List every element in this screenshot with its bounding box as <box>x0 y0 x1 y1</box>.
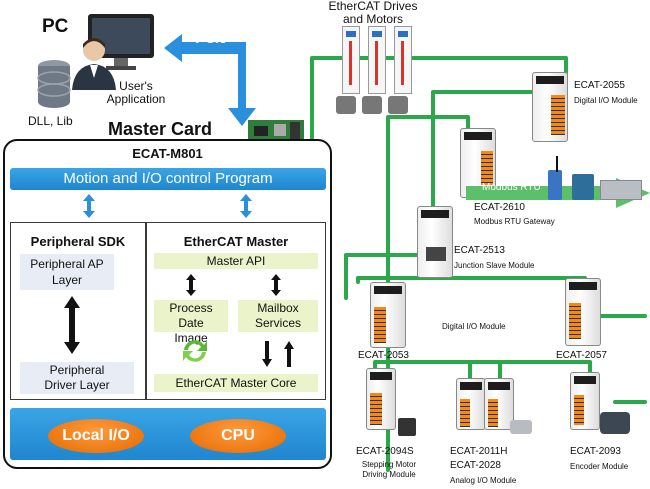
ecat-2053-name: ECAT-2053 <box>358 350 409 361</box>
modbus-device-1 <box>548 170 562 200</box>
digital-io-label: Digital I/O Module <box>442 322 506 331</box>
mailbox-down-arrow <box>262 341 272 367</box>
ecat-2028-name: ECAT-2028 <box>450 460 501 471</box>
ecat-2028-desc: Analog I/O Module <box>450 476 517 485</box>
double-arrow-left <box>83 194 95 218</box>
ecat-2057-module <box>565 278 601 346</box>
ecat-2513-desc: Junction Slave Module <box>454 261 535 270</box>
ecat-2093-name: ECAT-2093 <box>570 446 621 457</box>
ecat-2610-desc: Modbus RTU Gateway <box>474 217 555 226</box>
modbus-rtu-label: Modbus RTU <box>482 182 541 193</box>
servo-motor-2 <box>362 96 382 114</box>
master-card-model: ECAT-M801 <box>132 146 203 161</box>
master-api-box: Master API <box>154 253 318 269</box>
linear-stage <box>600 180 642 200</box>
ecat-2011h-name: ECAT-2011H <box>450 446 508 457</box>
ethercat-master-title: EtherCAT Master <box>183 234 289 249</box>
ecat-2094s-name: ECAT-2094S <box>356 446 414 457</box>
user-icon <box>72 38 116 90</box>
cpu-oval: CPU <box>190 419 286 453</box>
ecat-2093-module <box>570 372 600 430</box>
peripheral-sdk-title: Peripheral SDK <box>30 234 126 249</box>
mailbox-services-box: Mailbox Services <box>238 300 318 332</box>
pcie-arrow <box>164 34 256 126</box>
servo-drives-group <box>336 26 416 116</box>
line-card-to-drives <box>310 56 568 142</box>
analog-valve <box>510 420 532 434</box>
ecat-2055-desc: Digital I/O Module <box>574 96 638 105</box>
pcie-label: PCIe <box>196 30 228 46</box>
servo-motor-1 <box>336 96 356 114</box>
api-arrow-left <box>186 274 196 296</box>
ethercat-drives-label: EtherCAT Drives and Motors <box>328 0 418 26</box>
double-arrow-right <box>240 194 252 218</box>
pc-title: PC <box>42 16 69 37</box>
stepping-motor <box>398 418 416 436</box>
master-card-title: Master Card <box>108 119 213 139</box>
modbus-antenna <box>556 156 558 172</box>
process-image-box: Process Date Image <box>154 300 228 345</box>
peripheral-driver-layer: Peripheral Driver Layer <box>20 362 134 394</box>
ecat-2057-name: ECAT-2057 <box>556 350 607 361</box>
encoder-motor <box>600 412 630 434</box>
servo-drive-2 <box>368 26 386 94</box>
ethercat-master-core-box: EtherCAT Master Core <box>154 374 318 392</box>
peripheral-ap-layer: Peripheral AP Layer <box>20 254 114 290</box>
servo-motor-3 <box>388 96 408 114</box>
motion-io-program-bar: Motion and I/O control Program <box>10 168 326 190</box>
ecat-2610-name: ECAT-2610 <box>474 202 525 213</box>
servo-drive-3 <box>394 26 412 94</box>
ecat-2011h-module <box>456 378 486 430</box>
ecat-2094s-desc: Stepping Motor Driving Module <box>361 460 417 479</box>
mailbox-up-arrow <box>284 341 294 367</box>
ecat-2094s-module <box>366 368 396 430</box>
local-io-oval: Local I/O <box>48 419 144 453</box>
users-application-label: User's Application <box>106 79 166 106</box>
modbus-device-2 <box>572 174 594 200</box>
database-icon <box>37 60 71 108</box>
ecat-2513-name: ECAT-2513 <box>454 245 505 256</box>
sdk-vertical-arrow <box>64 296 80 354</box>
ecat-2055-name: ECAT-2055 <box>574 80 625 91</box>
dll-lib-label: DLL, Lib <box>28 114 73 128</box>
ecat-2093-desc: Encoder Module <box>570 462 629 471</box>
ecat-2055-module <box>532 72 568 142</box>
ecat-2028-module <box>484 378 514 430</box>
ecat-2513-module <box>417 206 453 278</box>
line-bottom-row <box>373 360 592 382</box>
refresh-icon <box>183 340 207 362</box>
api-arrow-right <box>271 274 281 296</box>
servo-drive-1 <box>342 26 360 94</box>
ecat-2053-module <box>370 282 406 348</box>
